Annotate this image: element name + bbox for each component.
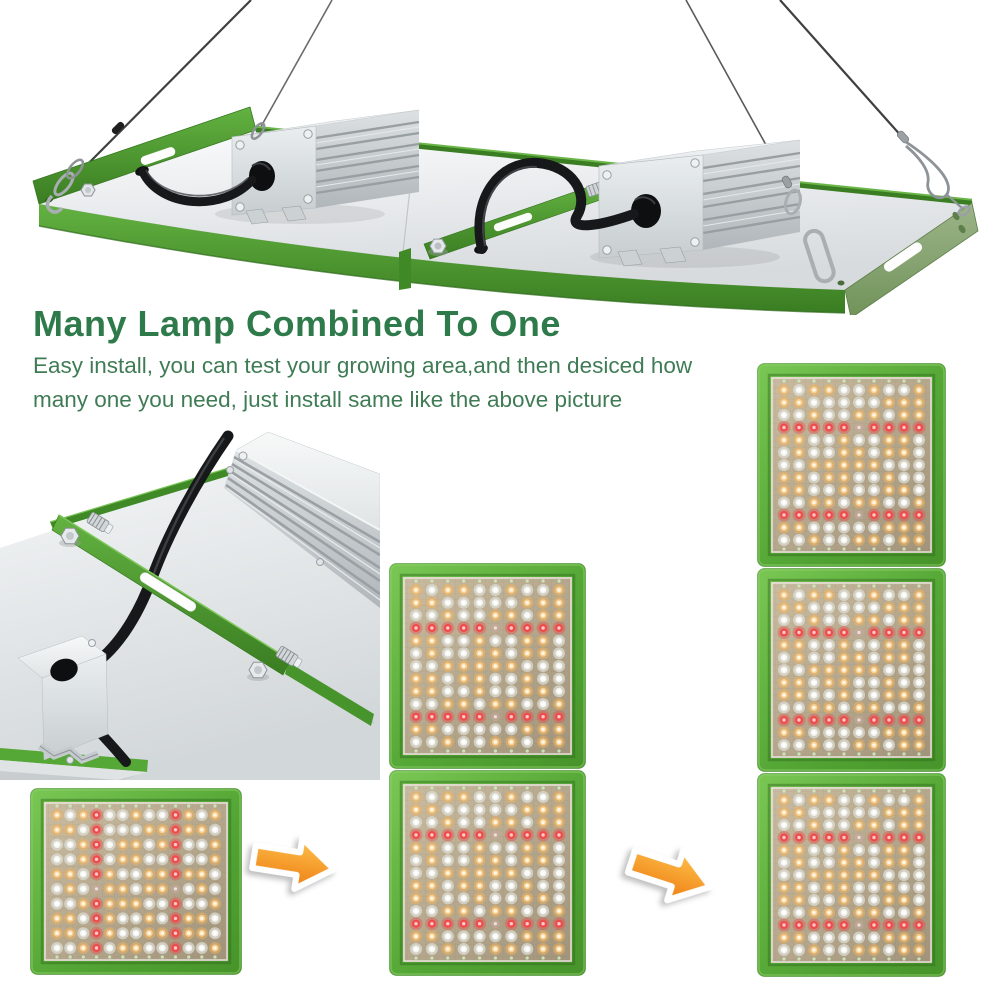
led-panel-stack-3 xyxy=(757,363,946,977)
led-panel xyxy=(30,788,242,975)
right-rim-edge xyxy=(285,662,374,726)
carabiner-clip-icon xyxy=(250,122,266,140)
front-rim xyxy=(39,204,845,313)
description-text: Easy install, you can test your growing … xyxy=(33,349,793,417)
bracket-slot xyxy=(493,212,533,232)
driver-box-1 xyxy=(231,109,420,225)
thumb-screw xyxy=(86,511,114,534)
joining-bracket-bar xyxy=(51,511,303,681)
hex-bolt xyxy=(429,238,447,254)
arrow-right-icon xyxy=(246,825,343,900)
bracket-slot xyxy=(139,572,197,612)
heatsink-fins xyxy=(315,120,420,195)
corner-screws xyxy=(235,129,313,212)
small-driver-box xyxy=(17,635,109,764)
description-line-2: many one you need, just install same lik… xyxy=(33,387,623,412)
wire-ferrule xyxy=(781,175,793,189)
led-panel xyxy=(757,773,946,977)
led-panel-single xyxy=(30,788,242,975)
deck-screw xyxy=(226,466,234,474)
hex-bolt xyxy=(80,183,96,197)
driver-box-corner xyxy=(224,431,380,608)
description-line-1: Easy install, you can test your growing … xyxy=(33,353,693,378)
mounting-foot xyxy=(245,208,269,225)
carabiner-clip-icon xyxy=(803,228,836,284)
thumb-screw xyxy=(275,645,303,668)
cable-grommet xyxy=(50,658,78,682)
hex-bolt xyxy=(248,661,268,679)
handle-slot xyxy=(883,242,923,272)
led-panel xyxy=(389,563,586,769)
heatsink-fins xyxy=(702,151,801,235)
fixture-frame xyxy=(32,106,979,315)
arrow-right-icon xyxy=(618,830,723,919)
hero-photo-grow-light-fixture xyxy=(32,0,979,315)
corner-screws xyxy=(602,158,700,255)
mounting-foot xyxy=(659,246,687,264)
page-title: Many Lamp Combined To One xyxy=(33,303,561,344)
mounting-foot xyxy=(617,249,643,267)
carabiner-clip-icon xyxy=(957,205,971,217)
carabiner-clip-icon xyxy=(53,171,75,197)
mounting-foot xyxy=(281,205,307,222)
far-rail-edge xyxy=(50,466,238,529)
heatsink-fins xyxy=(225,455,380,596)
led-panel xyxy=(757,363,946,567)
hex-bolt xyxy=(60,527,80,545)
led-panel xyxy=(757,568,946,772)
right-end-rail xyxy=(837,202,979,315)
power-cable-1 xyxy=(135,166,257,207)
wire-stopper-bead xyxy=(111,121,125,135)
detail-photo-bracket-connection xyxy=(0,430,380,780)
wire-clips xyxy=(45,122,971,284)
hanging-wires xyxy=(61,0,904,191)
deck-screw xyxy=(316,558,324,566)
driver-box-2 xyxy=(598,139,801,267)
power-cable-2 xyxy=(474,157,639,254)
led-panel xyxy=(389,770,586,976)
led-panel-stack-2 xyxy=(389,563,586,976)
handle-slot xyxy=(140,147,176,165)
